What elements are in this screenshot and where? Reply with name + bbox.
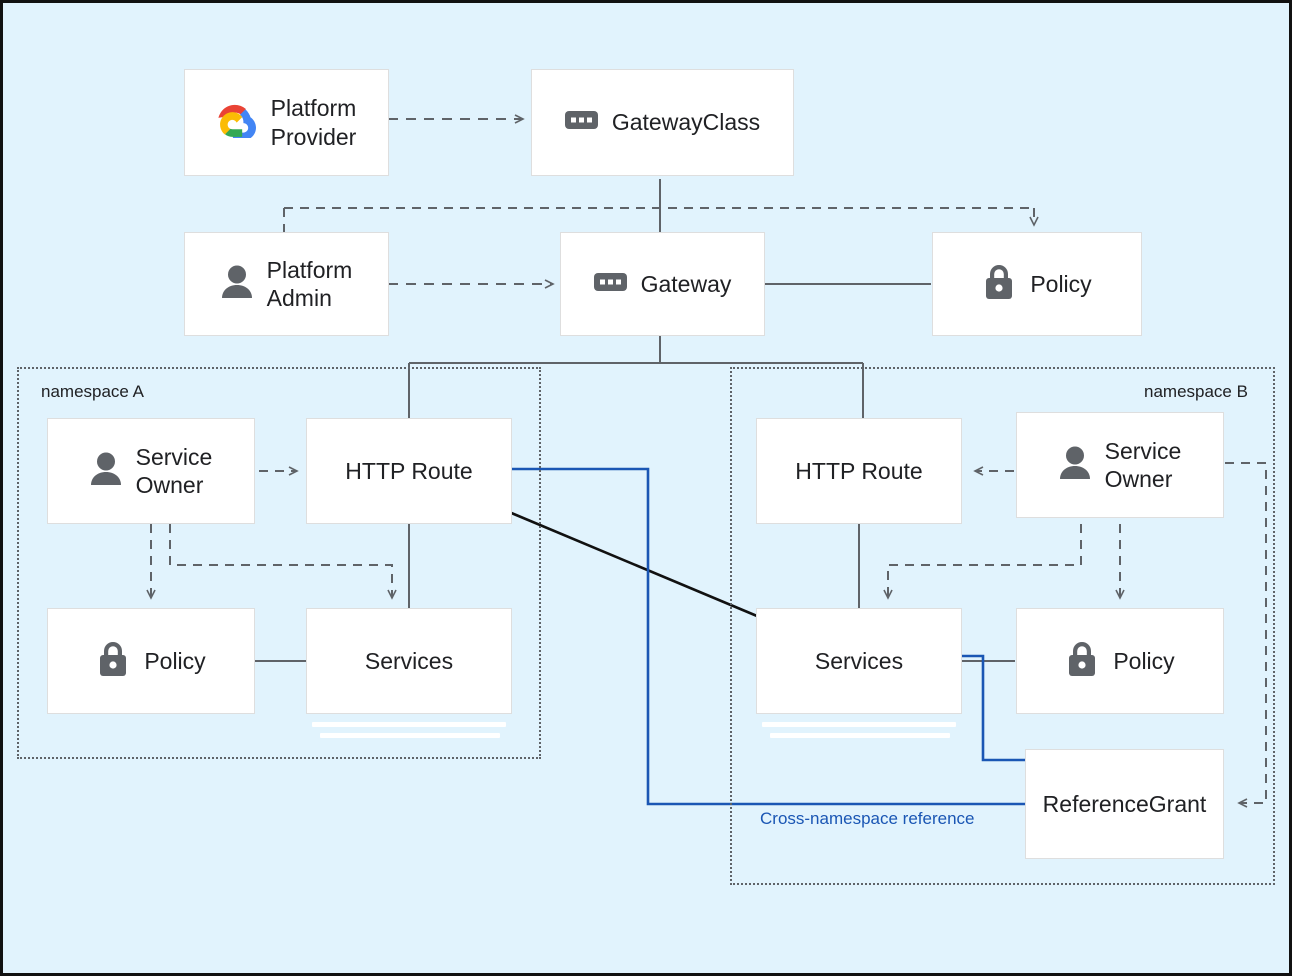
node-platform-provider[interactable]: Platform Provider: [184, 69, 389, 176]
services-b-stack-bar-1: [762, 722, 956, 727]
node-policy-a[interactable]: Policy: [47, 608, 255, 714]
node-label: ReferenceGrant: [1042, 790, 1207, 817]
namespace-a-box: [17, 367, 541, 759]
person-icon: [1059, 446, 1091, 485]
node-gatewayclass[interactable]: GatewayClass: [531, 69, 794, 176]
node-label: Service Owner: [1104, 437, 1182, 492]
edge-owner-b-to-services-b: [883, 524, 1082, 600]
lock-icon: [96, 640, 130, 683]
node-policy-b[interactable]: Policy: [1016, 608, 1224, 714]
services-a-stack-bar-2: [320, 733, 500, 738]
cross-namespace-edges: [510, 467, 1025, 806]
node-policy-top[interactable]: Policy: [932, 232, 1142, 336]
node-http-route-b[interactable]: HTTP Route: [756, 418, 962, 524]
node-label: Policy: [1030, 270, 1092, 297]
node-label: Services: [364, 647, 454, 674]
node-label: Gateway: [640, 270, 732, 297]
namespace-b-label: namespace B: [1144, 382, 1248, 401]
node-platform-admin[interactable]: Platform Admin: [184, 232, 389, 336]
node-label: GatewayClass: [611, 109, 761, 136]
gateway-chip-icon: [564, 109, 598, 136]
edge-route-a-to-services-b: [508, 510, 758, 618]
edge-xref-services-b: [961, 654, 1025, 762]
node-label: Policy: [144, 647, 206, 674]
node-services-b[interactable]: Services: [756, 608, 962, 714]
services-b-stack-bar-2: [770, 733, 950, 738]
node-label: HTTP Route: [795, 457, 923, 484]
node-gateway[interactable]: Gateway: [560, 232, 765, 336]
person-icon: [90, 452, 122, 491]
node-http-route-a[interactable]: HTTP Route: [306, 418, 512, 524]
node-service-owner-b[interactable]: Service Owner: [1016, 412, 1224, 518]
lock-icon: [982, 263, 1016, 306]
node-services-a[interactable]: Services: [306, 608, 512, 714]
node-label: Platform Admin: [266, 256, 353, 311]
namespace-b-box: [730, 367, 1275, 885]
edge-xref-route-a: [510, 467, 1025, 806]
node-reference-grant[interactable]: ReferenceGrant: [1025, 749, 1224, 859]
services-a-stack-bar-1: [312, 722, 506, 727]
node-label: Platform Provider: [270, 95, 357, 150]
gateway-chip-icon: [593, 271, 627, 298]
edge-owner-b-to-reference-grant: [1225, 462, 1267, 808]
connector-layer: [146, 114, 1267, 808]
person-icon: [221, 265, 253, 304]
node-label: Services: [814, 647, 904, 674]
namespace-a-label: namespace A: [41, 382, 145, 401]
node-label: Policy: [1113, 647, 1175, 674]
node-service-owner-a[interactable]: Service Owner: [47, 418, 255, 524]
edge-owner-a-to-services-a: [169, 524, 397, 600]
google-cloud-icon: [217, 102, 257, 143]
node-label: Service Owner: [135, 443, 213, 498]
lock-icon: [1065, 640, 1099, 683]
cross-namespace-reference-label: Cross-namespace reference: [760, 809, 975, 828]
node-label: HTTP Route: [345, 457, 473, 484]
